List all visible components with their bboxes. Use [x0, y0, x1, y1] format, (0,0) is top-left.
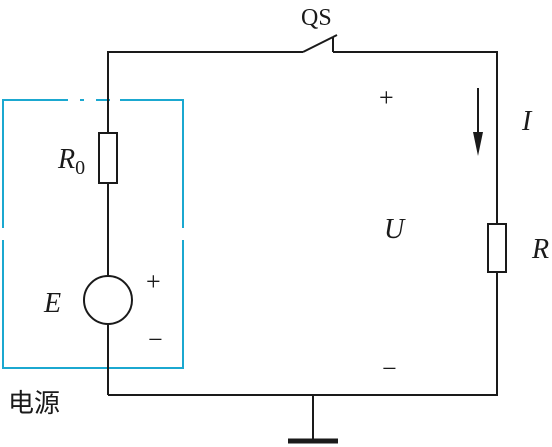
current-label: I	[521, 106, 533, 137]
ground-symbol	[288, 395, 338, 444]
wires	[107, 51, 498, 396]
current-arrow	[473, 88, 483, 156]
voltage-minus: −	[382, 354, 397, 383]
source-minus: −	[148, 325, 163, 354]
internal-resistor	[98, 132, 118, 184]
source-box	[2, 99, 184, 369]
voltage-plus: +	[379, 83, 394, 112]
switch-label: QS	[301, 5, 332, 31]
load-label: R	[531, 234, 549, 265]
voltage-label: U	[384, 214, 406, 245]
load-resistor	[487, 223, 507, 273]
source-box-label: 电源	[8, 389, 60, 419]
voltage-source	[83, 275, 133, 325]
source-plus: +	[146, 267, 161, 296]
source-label: E	[43, 288, 61, 319]
switch-qs	[302, 34, 338, 53]
internal-resistor-label: R0	[57, 144, 85, 179]
